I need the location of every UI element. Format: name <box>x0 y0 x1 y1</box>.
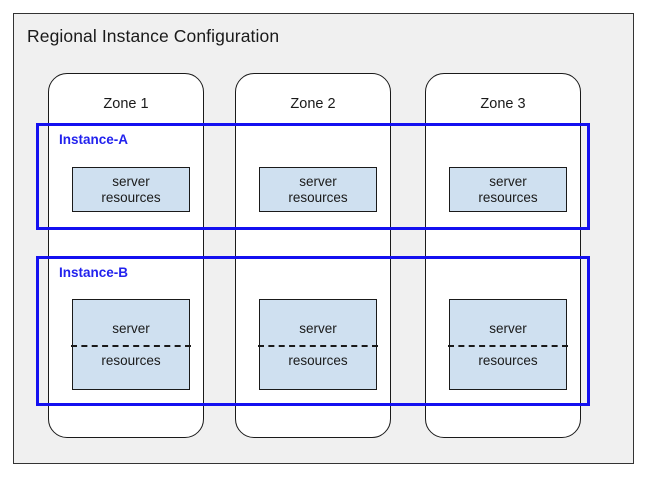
page-title: Regional Instance Configuration <box>27 26 280 46</box>
instance-label-b: Instance-B <box>59 265 129 280</box>
server-box-line-1: server <box>299 174 337 190</box>
zone-label-1: Zone 1 <box>103 96 149 112</box>
partition-divider-line <box>258 344 378 347</box>
server-resources-box[interactable]: server resources <box>259 167 377 212</box>
server-resources-box[interactable]: server resources <box>72 167 190 212</box>
server-box-line-1: server <box>112 174 150 190</box>
server-box-line-2: resources <box>478 352 538 368</box>
server-box-line-1: server <box>112 321 150 337</box>
server-box-line-2: resources <box>101 352 161 368</box>
server-box-line-1: server <box>489 174 527 190</box>
zone-label-3: Zone 3 <box>480 96 526 112</box>
zone-label-2: Zone 2 <box>290 96 336 112</box>
instance-band-b[interactable]: Instance-B server resources server resou… <box>36 256 590 406</box>
region-panel: Regional Instance Configuration Zone 1 Z… <box>13 13 634 464</box>
partition-divider-line <box>448 344 568 347</box>
partition-divider-line <box>71 344 191 347</box>
server-box-line-2: resources <box>478 189 538 205</box>
server-resources-box[interactable]: server resources <box>71 299 191 390</box>
server-resources-box[interactable]: server resources <box>258 299 378 390</box>
server-resources-box[interactable]: server resources <box>448 299 568 390</box>
server-resources-box[interactable]: server resources <box>449 167 567 212</box>
server-box-line-2: resources <box>288 189 348 205</box>
server-box-line-1: server <box>299 321 337 337</box>
server-box-line-2: resources <box>101 189 161 205</box>
instance-band-a[interactable]: Instance-A server resources server resou… <box>36 123 590 230</box>
server-box-line-2: resources <box>288 352 348 368</box>
server-box-line-1: server <box>489 321 527 337</box>
instance-label-a: Instance-A <box>59 132 129 147</box>
